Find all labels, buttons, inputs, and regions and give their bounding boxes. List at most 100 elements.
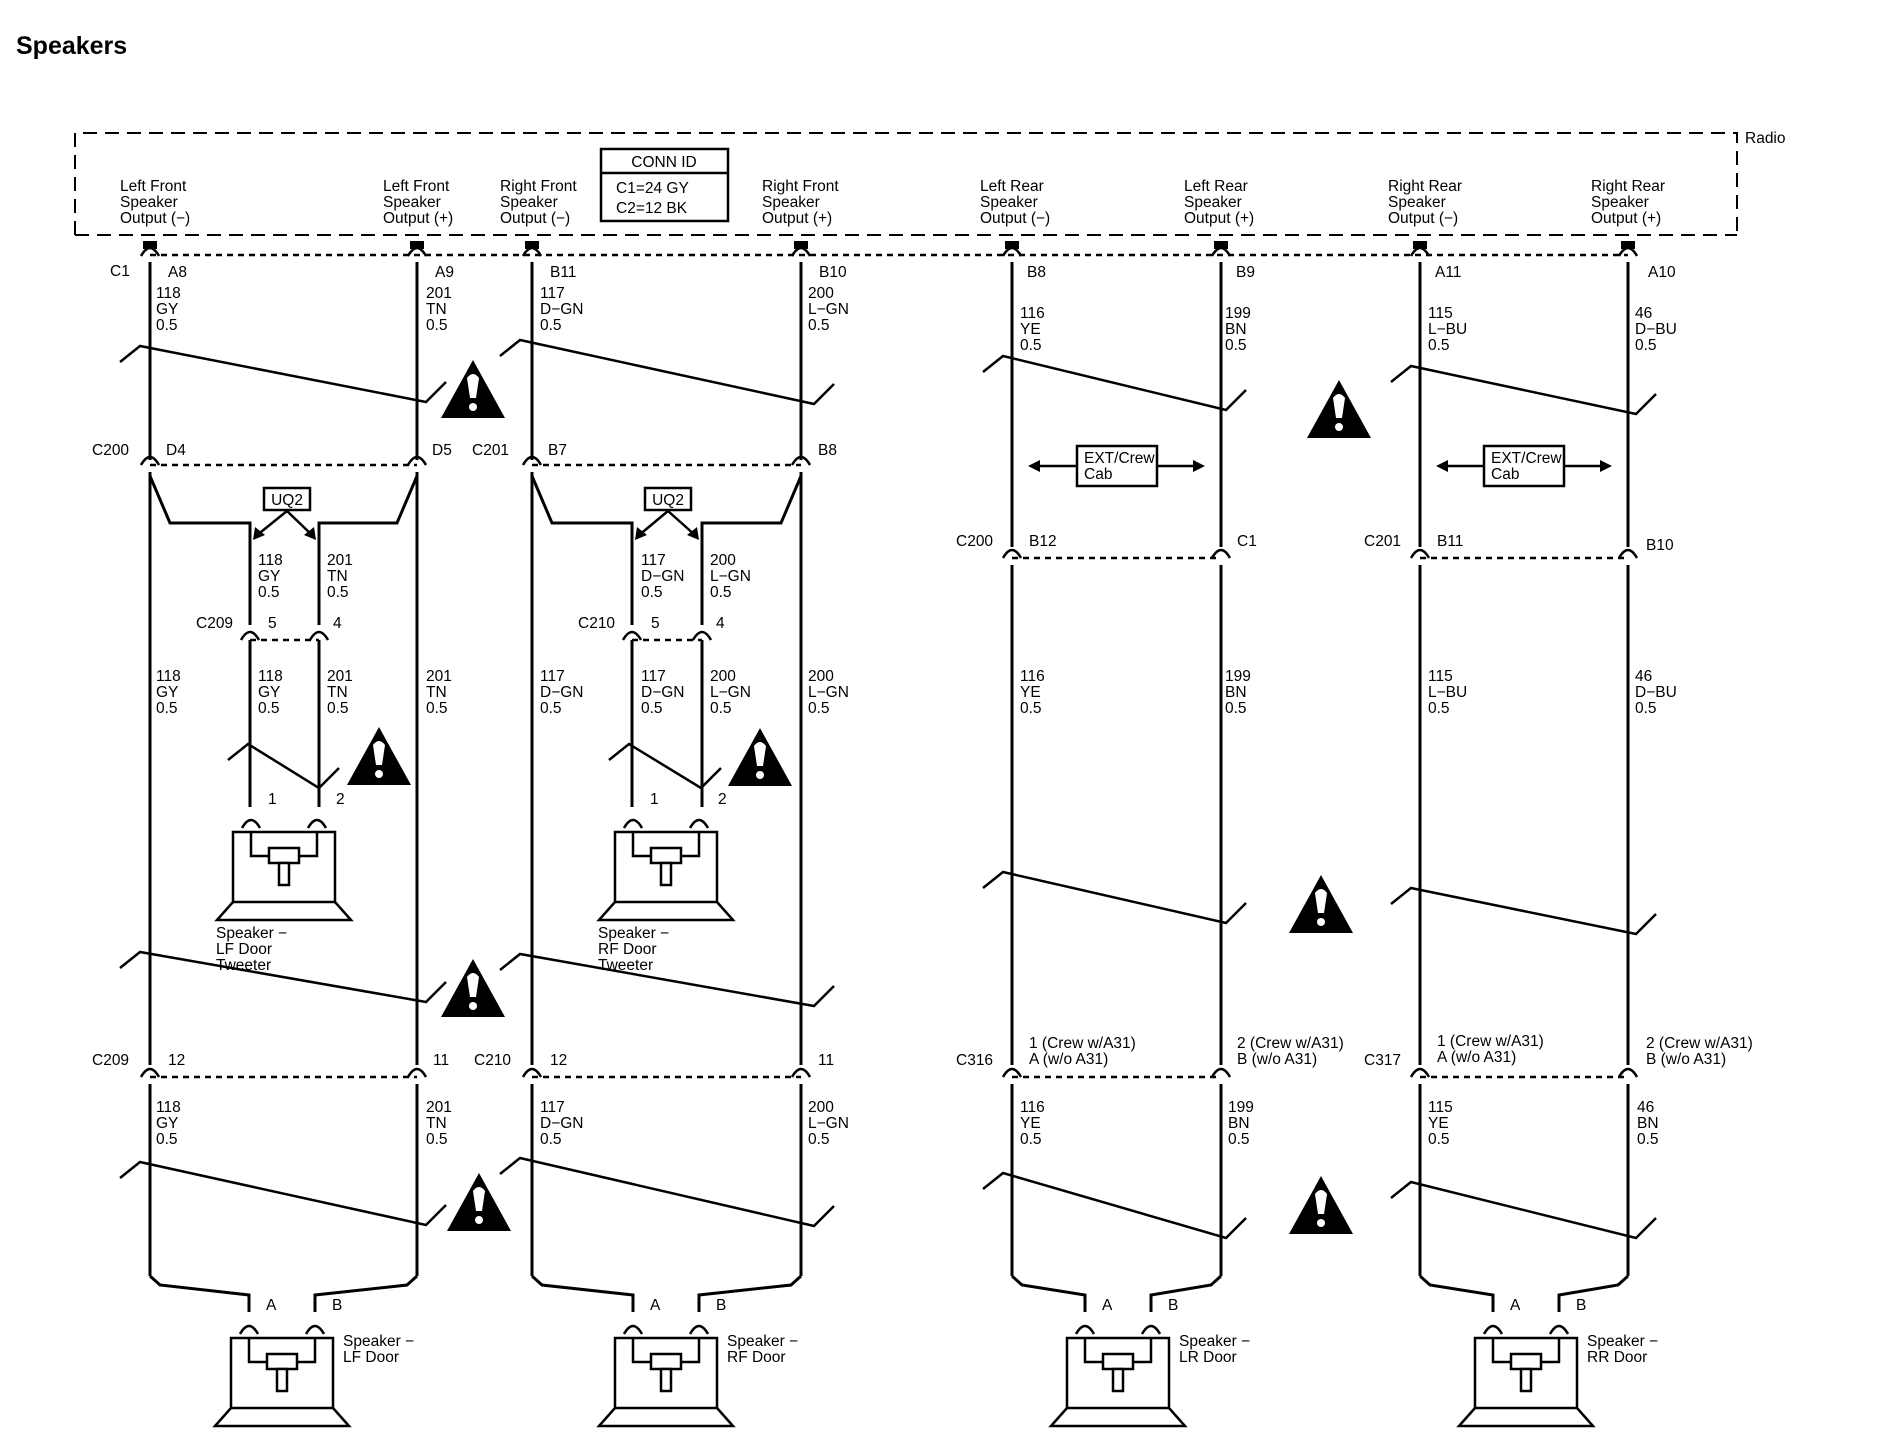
warning-exclamation-dot — [1317, 1219, 1325, 1227]
wire-break-line — [1390, 364, 1657, 416]
wire-break-line — [227, 742, 340, 790]
connector-c210-lower-name: C210 — [474, 1052, 511, 1069]
radio-output-label: Output (−) — [1388, 210, 1458, 227]
radio-outline — [74, 132, 1738, 235]
tweeter-pin: 2 — [336, 791, 345, 808]
connector-c201-name: C201 — [472, 442, 509, 459]
connector-c1-pin: B11 — [550, 264, 576, 281]
radio-output-label: Left Front — [383, 178, 450, 195]
wire-label: 0.5 — [540, 700, 562, 717]
wire-label: D−GN — [641, 568, 685, 585]
wire-label: 0.5 — [1020, 700, 1042, 717]
wire-break-line — [119, 344, 447, 404]
wire-label: 46 — [1635, 668, 1652, 685]
speaker-door-0-terminal — [304, 1324, 326, 1335]
wire-label: TN — [327, 684, 348, 701]
speaker-wire — [1149, 1274, 1223, 1312]
wire-label: 0.5 — [426, 700, 448, 717]
wire-label: 0.5 — [641, 584, 663, 601]
wire-label: TN — [327, 568, 348, 585]
wire-label: 116 — [1020, 668, 1045, 685]
wire-label: 0.5 — [540, 317, 562, 334]
connector-c200-name: C200 — [92, 442, 129, 459]
speaker-pin: A — [1510, 1297, 1521, 1314]
warning-exclamation-dot — [469, 403, 477, 411]
tweeter-branch-wire — [700, 475, 803, 625]
connector-c316-pin: 2 (Crew w/A31) — [1237, 1035, 1344, 1052]
radio-output-label: Output (+) — [1591, 210, 1661, 227]
wire-label: L−GN — [710, 684, 751, 701]
radio-output-label: Right Rear — [1388, 178, 1462, 195]
warning-exclamation-dot — [1317, 918, 1325, 926]
tweeter-lf-magnet — [267, 846, 301, 865]
conn-id-line: C1=24 GY — [616, 180, 689, 197]
wire-break-line — [499, 952, 835, 1008]
wire-label: 116 — [1020, 1099, 1045, 1116]
radio-pin-stub — [525, 241, 539, 249]
connector-c1-pin: A9 — [435, 264, 454, 281]
wire-label: GY — [156, 301, 178, 318]
wire-break-line — [119, 950, 447, 1004]
speaker-wire — [1010, 1274, 1087, 1312]
speaker-pin: A — [1102, 1297, 1113, 1314]
speaker-door-1-cone — [659, 1367, 673, 1393]
wire-label: D−GN — [540, 301, 584, 318]
warning-exclamation-mark — [754, 742, 766, 766]
wire-label: YE — [1020, 684, 1041, 701]
wire-break-line — [1390, 1180, 1657, 1240]
option-ext-crew-label: EXT/Crew — [1491, 450, 1562, 467]
wire-label: 0.5 — [1225, 700, 1247, 717]
radio-output-label: Speaker — [383, 194, 441, 211]
wire-label: BN — [1228, 1115, 1250, 1132]
connector-c1-terminal — [790, 246, 812, 257]
tweeter-pin: 1 — [650, 791, 659, 808]
wire-label: 201 — [426, 285, 452, 302]
radio-pin-stub — [1005, 241, 1019, 249]
wire-label: 117 — [641, 668, 666, 685]
wire-label: 199 — [1225, 668, 1251, 685]
connector-c316-pin: A (w/o A31) — [1029, 1051, 1108, 1068]
speaker-door-0-magnet — [265, 1352, 299, 1371]
wire-label: 201 — [327, 668, 353, 685]
wire-label: 0.5 — [1428, 337, 1450, 354]
speaker-door-2-terminal — [1140, 1324, 1162, 1335]
speaker-door-1-terminal — [688, 1324, 710, 1335]
connector-c317-name: C317 — [1364, 1052, 1401, 1069]
tweeter-lf-cone — [277, 861, 291, 887]
wire-break-line — [982, 354, 1247, 412]
connector-c201-rear-pin: B10 — [1646, 537, 1674, 554]
speaker-pin: B — [716, 1297, 726, 1314]
radio-pin-stub — [143, 241, 157, 249]
radio-output-label: Speaker — [980, 194, 1038, 211]
tweeter-branch-wire — [148, 475, 252, 625]
speaker-wire — [148, 1274, 251, 1312]
conn-id-box — [599, 147, 730, 223]
tweeter-rf-base — [596, 901, 736, 922]
connector-c317-pin: B (w/o A31) — [1646, 1051, 1726, 1068]
connector-c1-terminal — [1210, 246, 1232, 257]
connector-c1-pin: A10 — [1648, 264, 1676, 281]
wire-label: L−GN — [808, 1115, 849, 1132]
connector-c1-pin: A11 — [1435, 264, 1461, 281]
wire-label: L−BU — [1428, 684, 1467, 701]
connector-c209-lower-name: C209 — [92, 1052, 129, 1069]
connector-c210-pin: 5 — [651, 615, 660, 632]
radio-pin-stub — [1621, 241, 1635, 249]
radio-pin-stub — [1214, 241, 1228, 249]
connector-c201-pin: B7 — [548, 442, 567, 459]
tweeter-lf-label: Speaker − — [216, 925, 287, 942]
wire-label: 201 — [327, 552, 353, 569]
warning-exclamation-mark — [467, 374, 479, 398]
wire-label: BN — [1225, 321, 1247, 338]
wire-label: 0.5 — [1228, 1131, 1250, 1148]
wire-label: D−GN — [641, 684, 685, 701]
radio-output-label: Speaker — [762, 194, 820, 211]
tweeter-rf-label: RF Door — [598, 941, 657, 958]
connector-c1-terminal — [1409, 246, 1431, 257]
wire-label: YE — [1020, 321, 1041, 338]
connector-terminal — [406, 1067, 428, 1078]
wire-label: D−GN — [540, 1115, 584, 1132]
radio-pin-stub — [1413, 241, 1427, 249]
tweeter-rf-label: Speaker − — [598, 925, 669, 942]
radio-output-label: Output (−) — [980, 210, 1050, 227]
